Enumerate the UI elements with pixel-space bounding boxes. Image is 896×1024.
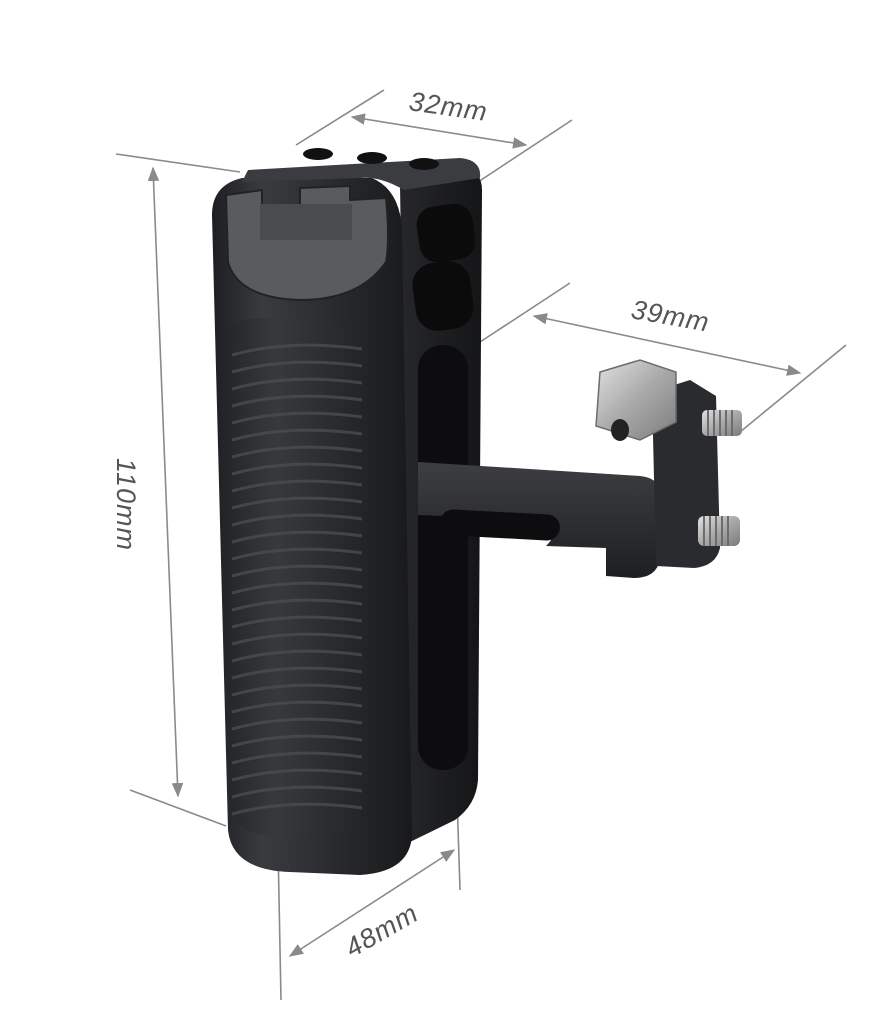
width-top-label: 32mm	[407, 86, 489, 127]
grip-ridge	[231, 615, 363, 629]
height-arrow	[147, 166, 184, 798]
grip-ridge	[231, 683, 363, 697]
cold-shoe-mount	[224, 184, 389, 302]
arm-slot	[440, 509, 560, 541]
depth-bottom-label: 48mm	[340, 898, 423, 963]
top-screw-hole-1	[303, 148, 333, 160]
grip-ridge	[231, 802, 363, 816]
top-screw-hole-2	[357, 152, 387, 164]
grip-ridge	[231, 785, 363, 799]
side-slot-top	[416, 203, 476, 263]
arm-extension-left	[479, 282, 571, 343]
grip-ridge	[231, 360, 363, 374]
grip-ridge	[231, 394, 363, 408]
grip-ridge	[231, 547, 363, 561]
height-extension-bottom	[129, 789, 227, 827]
grip-ridge	[231, 632, 363, 646]
grip-ridge	[231, 411, 363, 425]
grip-ridge	[231, 513, 363, 527]
arm-length-label: 39mm	[629, 294, 712, 337]
screw-bottom	[698, 516, 740, 546]
shoe-plate-inner	[260, 204, 352, 240]
grip-ridge	[231, 751, 363, 765]
grip-ridge	[231, 734, 363, 748]
screw-top	[702, 410, 742, 436]
grip-ridge	[231, 343, 363, 357]
top-width-arrow	[350, 113, 528, 149]
grip-ridge	[231, 377, 363, 391]
side-slot-middle	[412, 261, 474, 331]
grip-ridge	[231, 564, 363, 578]
depth-arrow	[288, 849, 456, 957]
knob-hole	[611, 419, 629, 441]
depth-extension-left	[277, 845, 282, 1001]
side-slot-long	[418, 345, 468, 770]
grip-ridge	[231, 649, 363, 663]
mounting-arm	[418, 462, 662, 578]
locking-knob	[595, 359, 677, 441]
grip-ridge	[231, 496, 363, 510]
grip-ridge	[231, 717, 363, 731]
side-handle	[212, 148, 742, 875]
grip-ridge	[231, 479, 363, 493]
arm-extension-right	[739, 344, 847, 433]
grip-ridge	[231, 445, 363, 459]
arm-length-arrow	[532, 313, 802, 376]
top-extension-right	[477, 119, 573, 183]
grip-ridges	[231, 343, 363, 816]
grip-ridge	[231, 428, 363, 442]
grip-ridge	[231, 581, 363, 595]
grip-ridge	[231, 768, 363, 782]
grip-ridge	[231, 530, 363, 544]
grip-ridge	[231, 598, 363, 612]
grip-ridge	[231, 700, 363, 714]
grip-ridge	[231, 462, 363, 476]
top-extension-left	[295, 89, 385, 146]
grip-ridge	[231, 666, 363, 680]
height-label: 110mm	[111, 458, 141, 551]
top-screw-hole-3	[409, 158, 439, 170]
height-extension-top	[115, 153, 241, 173]
